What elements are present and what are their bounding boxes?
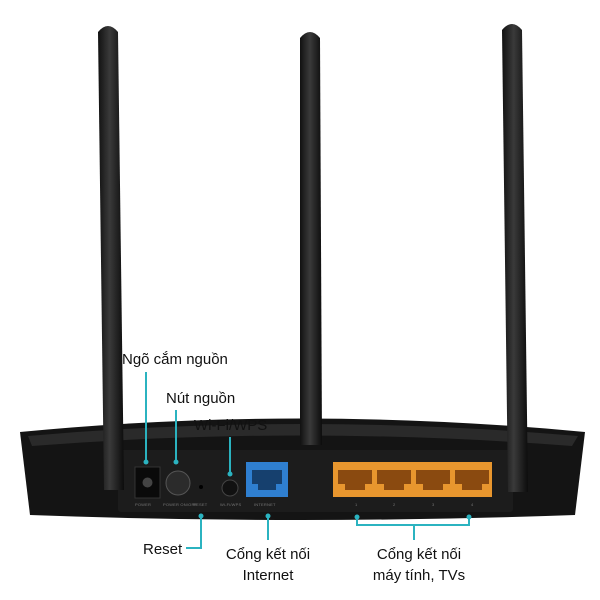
reset-hole [199,485,203,489]
panel-label-lan-1: 1 [355,502,358,507]
callout-power-button: Nút nguồn [166,390,236,407]
panel-label-reset: RESET [193,502,208,507]
leader-lines [145,372,470,549]
callout-lan: Cổng kết nối máy tính, TVs [364,546,474,584]
callout-reset: Reset [143,541,183,558]
callout-internet-line2: Internet [242,567,294,584]
panel-label-wps: Wi-Fi/WPS [220,502,242,507]
wps-button [221,479,239,497]
panel-label-power-onoff: POWER ON/OFF [163,502,197,507]
callout-power-jack: Ngõ cắm nguồn [122,351,228,368]
panel-label-power: POWER [135,502,152,507]
panel-label-lan-2: 2 [393,502,396,507]
callout-lan-line2: máy tính, TVs [372,567,466,584]
callout-internet: Cổng kết nối Internet [218,546,318,584]
callout-lan-line1: Cổng kết nối [376,546,462,563]
panel-label-lan-4: 4 [471,502,474,507]
callout-wifi-wps: Wi-Fi/WPS [194,417,268,434]
antenna-right [502,24,528,492]
power-button [165,470,191,496]
antenna-middle [300,32,322,445]
panel-label-internet: INTERNET [254,502,276,507]
antenna-left [98,26,124,490]
callout-internet-line1: Cổng kết nối [225,546,311,563]
panel-label-lan-3: 3 [432,502,435,507]
